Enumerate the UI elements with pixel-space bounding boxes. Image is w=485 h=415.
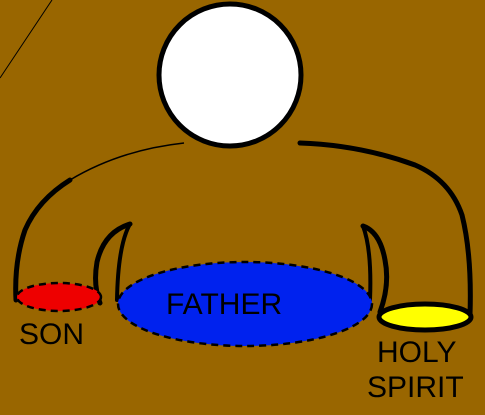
right-arm-inner-2 <box>363 226 370 300</box>
left-arm-outer <box>16 180 70 300</box>
holy-spirit-label-line1: HOLY <box>377 337 456 369</box>
father-label: FATHER <box>166 289 282 321</box>
father-head <box>159 4 301 146</box>
son-ellipse <box>17 283 101 311</box>
son-label: SON <box>19 319 84 351</box>
holy-spirit-ellipse <box>379 304 471 330</box>
corner-line <box>0 0 52 78</box>
holy-spirit-label-line2: SPIRIT <box>367 372 464 404</box>
